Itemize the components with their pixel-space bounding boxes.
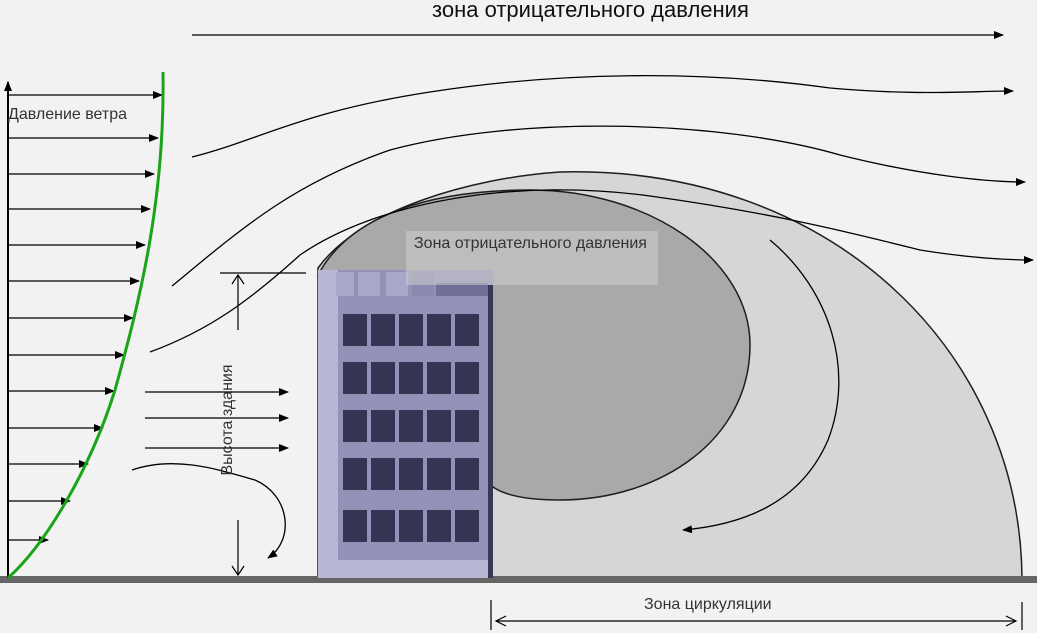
window-row-5: [343, 510, 479, 542]
building-height-label: Высота здания: [219, 364, 236, 476]
building-height-dimension: [220, 272, 306, 577]
circulation-zone-label: Зона циркуляции: [644, 596, 772, 613]
window-row-4: [343, 458, 479, 490]
wind-profile: [3, 71, 165, 580]
ground-line: [0, 576, 1037, 583]
window-row-2: [343, 362, 479, 394]
wind-profile-curve: [7, 71, 165, 580]
building-face-arrows: [145, 388, 289, 452]
wind-pressure-label: Давление ветра: [8, 106, 128, 123]
circulation-zone-dimension: [490, 600, 1023, 630]
building: [318, 270, 493, 578]
inner-zone-label: Зона отрицательного давления: [406, 231, 658, 285]
window-row-3: [343, 410, 479, 442]
window-row-1: [343, 314, 479, 346]
streamlines: [131, 75, 1034, 559]
top-zone-label: зона отрицательного давления: [432, 0, 749, 22]
